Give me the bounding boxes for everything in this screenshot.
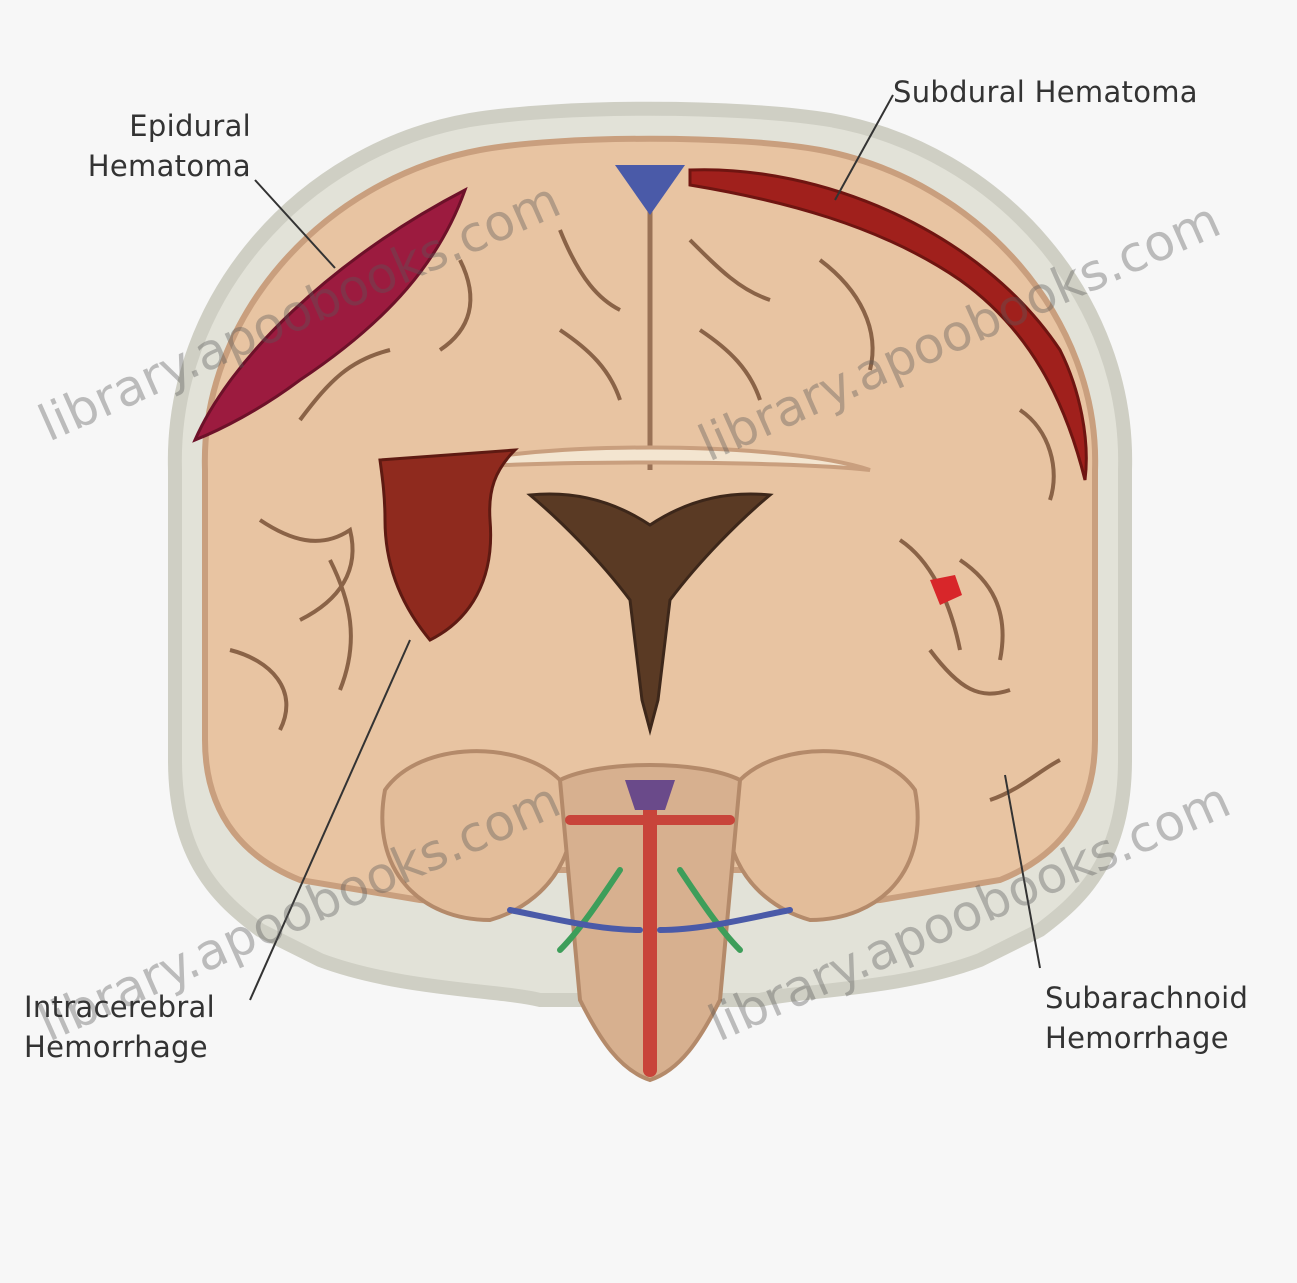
label-line: Epidural: [66, 106, 251, 146]
label-line: Hemorrhage: [24, 1027, 215, 1067]
label-line: Intracerebral: [24, 987, 215, 1027]
label-epidural-hematoma: Epidural Hematoma: [66, 106, 251, 186]
label-line: Subarachnoid: [1045, 978, 1248, 1018]
label-line: Hemorrhage: [1045, 1018, 1248, 1058]
label-subdural-hematoma: Subdural Hematoma: [893, 72, 1198, 112]
label-subarachnoid-hemorrhage: Subarachnoid Hemorrhage: [1045, 978, 1248, 1058]
label-intracerebral-hemorrhage: Intracerebral Hemorrhage: [24, 987, 215, 1067]
label-line: Hematoma: [66, 146, 251, 186]
